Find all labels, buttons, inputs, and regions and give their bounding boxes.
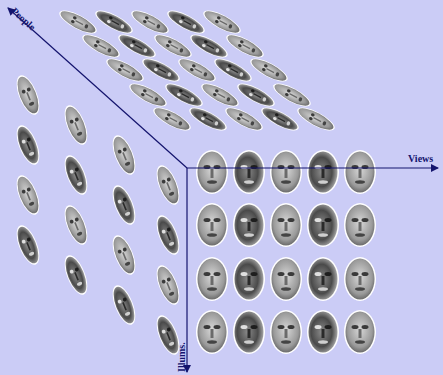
axis-label: Views	[408, 154, 433, 164]
axis-label: People	[9, 6, 37, 32]
axis-label: Illums.	[177, 342, 187, 372]
